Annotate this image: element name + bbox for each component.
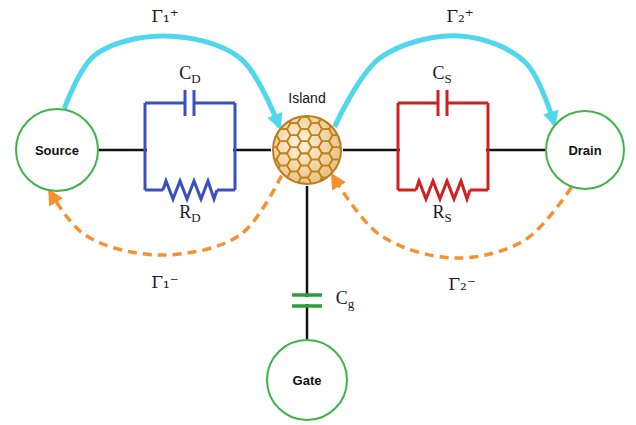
fullerene-picture [271, 114, 343, 186]
tunneling-rate-arrow [64, 36, 279, 127]
node-label: Source [35, 143, 79, 158]
island-fullerene: Island [271, 114, 343, 186]
source-terminal: Source [15, 108, 99, 192]
drain-terminal: Drain [545, 110, 625, 190]
capacitor-plate [446, 90, 449, 116]
capacitor-label: CD [179, 63, 200, 87]
rate-label: Γ₂⁺ [444, 6, 476, 26]
tunneling-rate-arrow [50, 175, 282, 255]
resistor-label: RS [432, 202, 451, 226]
rate-label: Γ₁⁻ [149, 272, 181, 292]
capacitor-plate [437, 90, 440, 116]
node-label: Gate [293, 373, 322, 388]
capacitor-label: Cg [336, 288, 355, 312]
tunneling-rate-arrow [335, 36, 555, 127]
wire [306, 186, 309, 339]
node-label: Island [288, 90, 325, 106]
capacitor-label: CS [432, 63, 451, 87]
gate-terminal: Gate [266, 339, 348, 421]
tunneling-rate-arrow [332, 175, 571, 258]
rc-junction-drain-side [145, 90, 235, 199]
rate-label: Γ₁⁺ [149, 6, 181, 26]
gate-capacitor [292, 295, 322, 306]
resistor-symbol [163, 181, 217, 199]
capacitor-plate [193, 90, 196, 116]
rc-junction-source-side [398, 90, 488, 199]
resistor-label: RD [179, 202, 200, 226]
node-label: Drain [568, 143, 601, 158]
rate-label: Γ₂⁻ [446, 274, 478, 294]
capacitor-plate [184, 90, 187, 116]
resistor-symbol [416, 181, 470, 199]
